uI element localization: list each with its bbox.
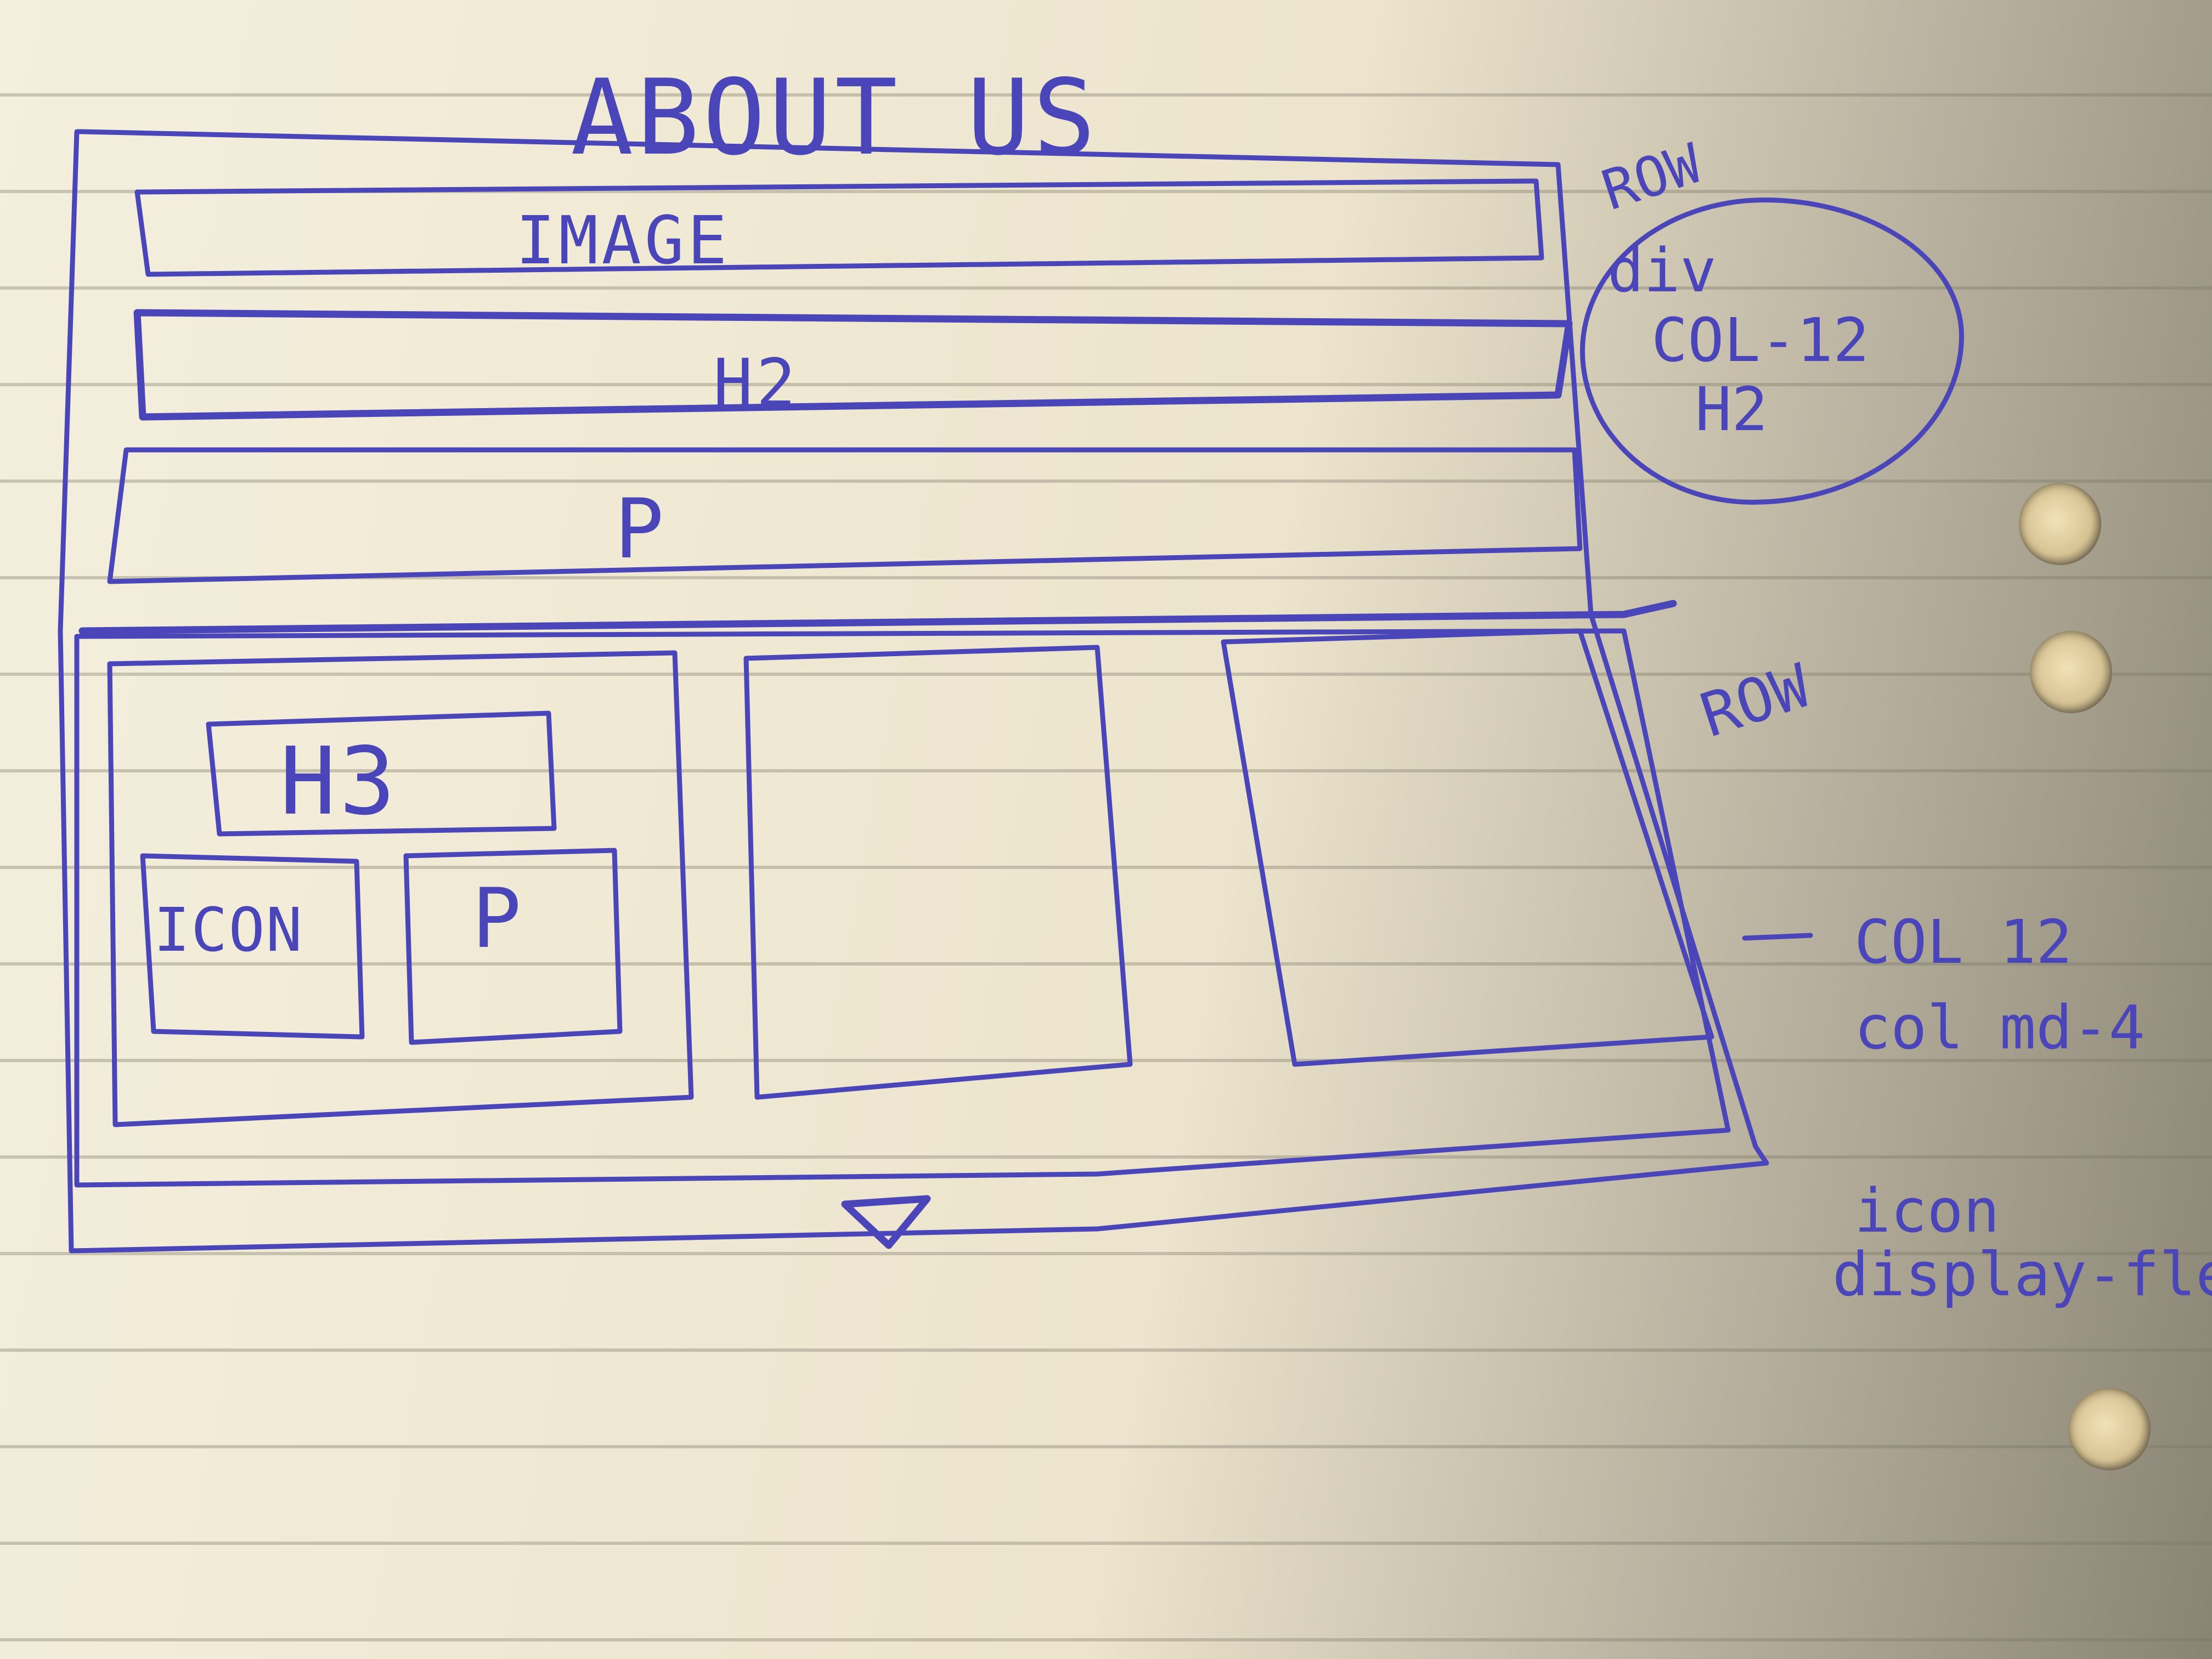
image-box — [134, 178, 1544, 277]
column-annotation: COL 12 col md-4 — [1854, 907, 2145, 1063]
bottom-annotation-line-2: display-fle — [1832, 1239, 2212, 1310]
icon-box — [140, 853, 365, 1040]
p-box — [107, 447, 1583, 584]
card-1-box — [107, 650, 694, 1127]
punch-hole-top — [2019, 483, 2101, 565]
punch-hole-middle — [2030, 631, 2112, 713]
punch-hole-bottom — [2068, 1388, 2151, 1470]
p-label: P — [614, 482, 668, 577]
bottom-annotation-line-1: icon — [1854, 1176, 2000, 1246]
bubble-line-div: div — [1607, 235, 1717, 306]
column-annotation-leader — [1742, 933, 1813, 941]
page-title: ABOUT US — [571, 57, 1099, 178]
h3-box — [206, 710, 557, 837]
h2-label: H2 — [713, 346, 799, 422]
column-annotation-line-2: col md-4 — [1854, 992, 2145, 1063]
card-p-label: P — [472, 871, 525, 967]
bottom-annotation: icon display-fle — [1832, 1176, 2212, 1306]
outer-section-box — [58, 129, 1769, 1254]
card-3-box — [1221, 628, 1714, 1067]
bubble-notes: div COL-12 H2 — [1607, 236, 1869, 444]
annotation-bubble — [1580, 198, 1964, 505]
cards-row-box — [74, 628, 1731, 1188]
h3-label: H3 — [280, 727, 399, 836]
card-p-box — [403, 848, 623, 1045]
image-label: IMAGE — [516, 203, 731, 279]
icon-label: ICON — [154, 895, 303, 965]
card-2-box — [743, 645, 1133, 1100]
bubble-line-h2: H2 — [1695, 374, 1768, 444]
chevron-down-icon — [841, 1195, 931, 1249]
bubble-line-col: COL-12 — [1651, 304, 1870, 375]
h2-box — [133, 309, 1573, 421]
row-divider — [78, 600, 1677, 635]
column-annotation-line-1: COL 12 — [1854, 907, 2073, 977]
